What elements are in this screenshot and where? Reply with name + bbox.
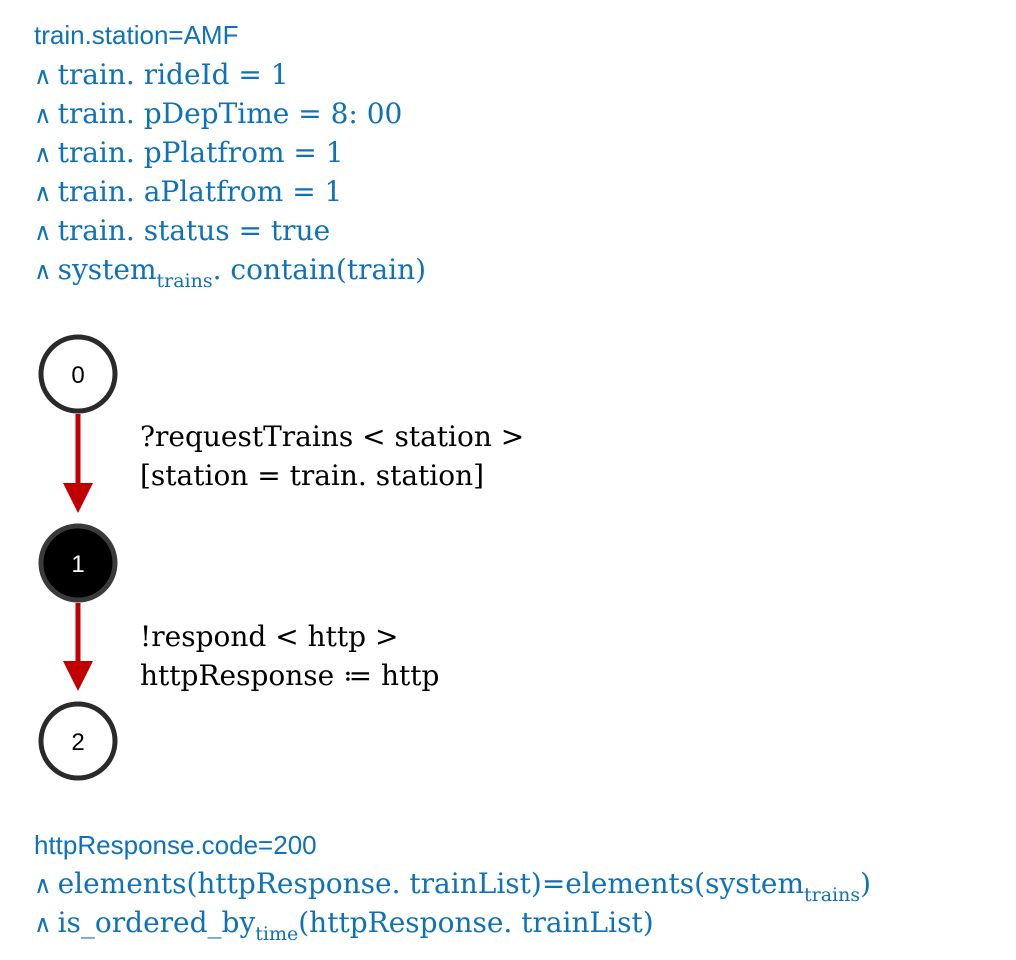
and-symbol: ∧ [34, 910, 52, 938]
and-symbol: ∧ [34, 871, 52, 899]
precondition-line: ∧train. pPlatfrom = 1 [34, 136, 344, 171]
precondition-text: train.station=AMF [34, 20, 239, 50]
transition-label: ?requestTrains < station > [140, 420, 525, 453]
precondition-text: train. rideId = 1 [57, 58, 289, 91]
postcondition-text: (httpResponse. trainList) [298, 906, 654, 939]
transition-update: httpResponse ≔ http [140, 659, 440, 692]
state-node-filled: 1 [38, 523, 118, 603]
precondition-line: ∧train. status = true [34, 214, 330, 249]
precondition-text: train. pPlatfrom = 1 [57, 136, 344, 169]
and-symbol: ∧ [34, 140, 52, 168]
and-symbol: ∧ [34, 101, 52, 129]
postcondition-line: ∧is_ordered_bytime(httpResponse. trainLi… [34, 906, 654, 944]
precondition-line: ∧train. pDepTime = 8: 00 [34, 97, 402, 132]
precondition-text: train. pDepTime = 8: 00 [57, 97, 403, 130]
postcondition-line: ∧elements(httpResponse. trainList)=eleme… [34, 867, 872, 905]
precondition-line: ∧train. rideId = 1 [34, 58, 289, 93]
state-label: 1 [71, 551, 84, 578]
state-label: 0 [71, 362, 84, 389]
transition-label: !respond < http > [140, 620, 399, 653]
precondition-line: train.station=AMF [34, 18, 238, 52]
and-symbol: ∧ [34, 179, 52, 207]
and-symbol: ∧ [34, 62, 52, 90]
subscript: time [255, 923, 299, 945]
state-node: 0 [38, 334, 118, 414]
precondition-text: train. status = true [57, 214, 331, 247]
postcondition-line: httpResponse.code=200 [34, 828, 317, 862]
postcondition-text: ) [860, 867, 872, 900]
state-label: 2 [71, 729, 84, 756]
precondition-line: ∧systemtrains. contain(train) [34, 253, 427, 291]
precondition-text: system [57, 253, 157, 286]
subscript: trains [156, 270, 213, 292]
subscript: trains [804, 884, 861, 906]
postcondition-text: elements(httpResponse. trainList)=elemen… [57, 867, 805, 900]
precondition-line: ∧train. aPlatfrom = 1 [34, 175, 342, 210]
precondition-text: train. aPlatfrom = 1 [57, 175, 343, 208]
postcondition-text: is_ordered_by [57, 906, 256, 939]
postcondition-text: httpResponse.code=200 [34, 830, 317, 860]
transition-guard: [station = train. station] [140, 459, 485, 492]
state-node: 2 [38, 701, 118, 781]
and-symbol: ∧ [34, 218, 52, 246]
precondition-text: . contain(train) [212, 253, 427, 286]
and-symbol: ∧ [34, 257, 52, 285]
